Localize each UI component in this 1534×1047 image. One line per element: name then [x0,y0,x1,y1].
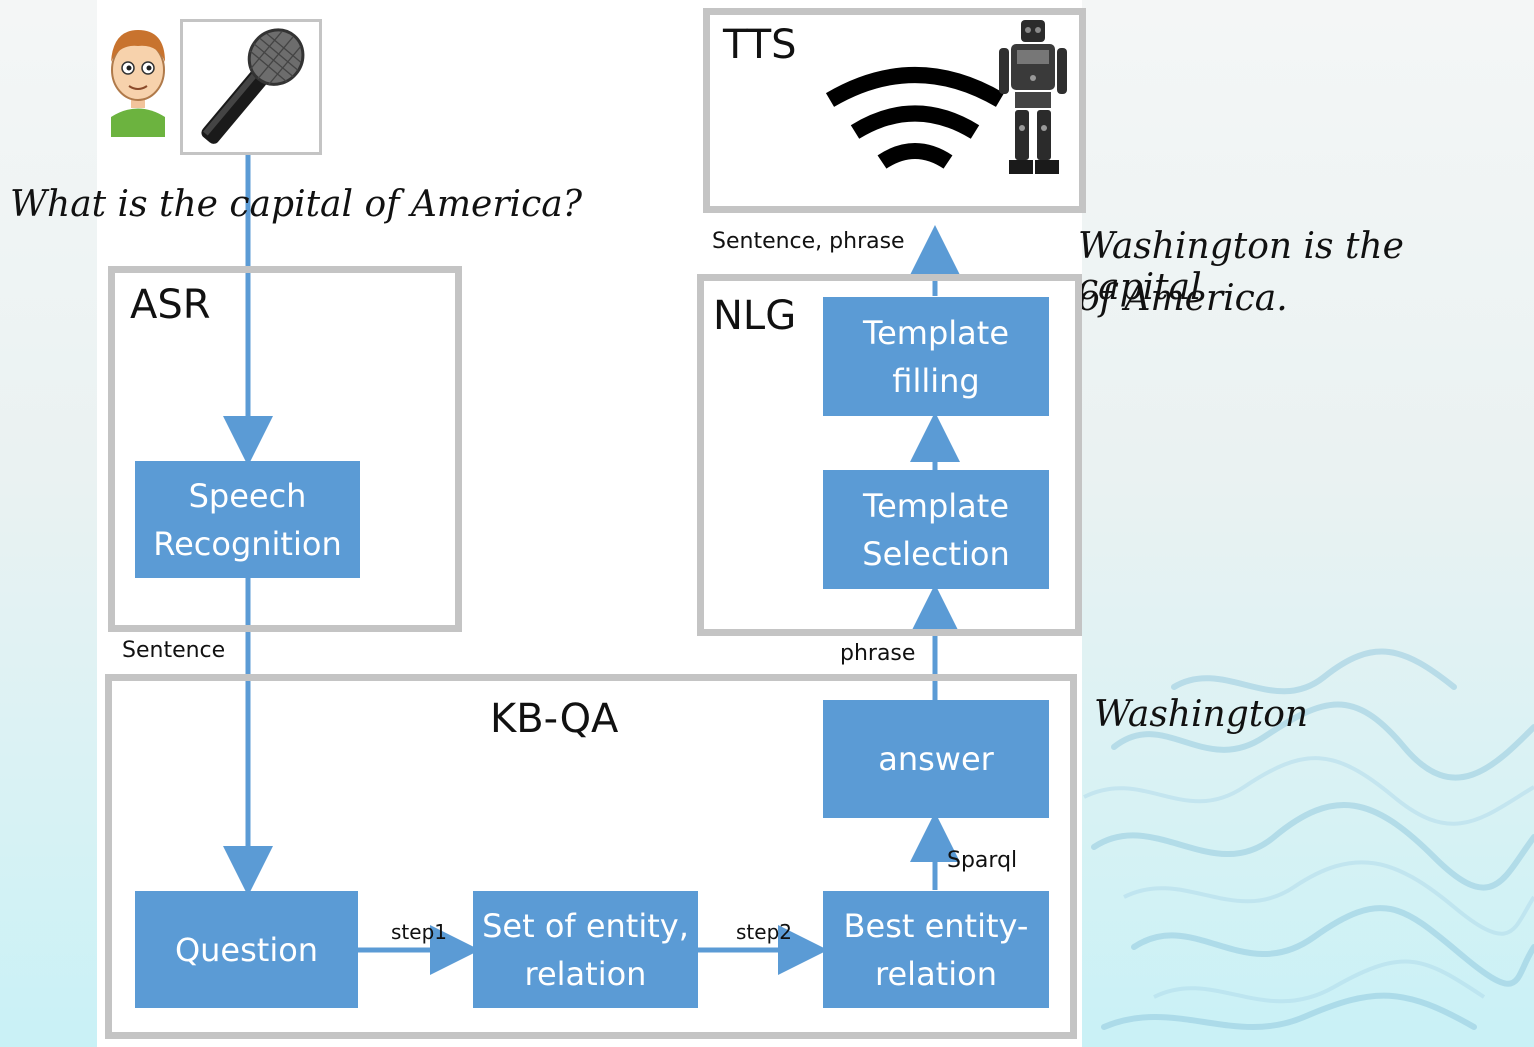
user-avatar-icon [111,30,165,137]
edge-label-step2: step2 [736,920,792,944]
tts-frame [703,8,1086,213]
speech-recognition-box: Speech Recognition [135,461,360,578]
microphone-frame [180,19,322,155]
nlg-label: NLG [713,293,797,339]
background-decoration [1083,648,1534,1030]
question-utterance: What is the capital of America? [10,184,582,225]
kbqa-label: KB-QA [490,696,619,742]
answer-box: answer [823,700,1049,818]
sound-waves-icon [825,67,1005,169]
edge-label-sparql: Sparql [947,848,1018,873]
question-box: Question [135,891,358,1008]
answer-utterance-line2: of America. [1078,278,1288,319]
robot-icon [999,20,1067,174]
edge-label-sentence-phrase: Sentence, phrase [712,229,905,254]
best-entity-relation-box: Best entity- relation [823,891,1049,1008]
edge-label-sentence: Sentence [122,638,226,663]
asr-label: ASR [130,282,211,328]
nlg-frame [697,274,1082,636]
kbqa-frame [105,674,1077,1039]
entity-relation-set-box: Set of entity, relation [473,891,698,1008]
edge-label-step1: step1 [391,920,447,944]
microphone-icon [201,28,305,144]
tts-label: TTS [723,22,797,68]
edge-label-phrase: phrase [840,641,916,666]
template-filling-box: Template filling [823,297,1049,416]
answer-utterance-line1: Washington is the capital [1078,226,1404,308]
template-selection-box: Template Selection [823,470,1049,589]
entity-answer-utterance: Washington [1094,694,1309,735]
asr-frame [108,266,462,632]
